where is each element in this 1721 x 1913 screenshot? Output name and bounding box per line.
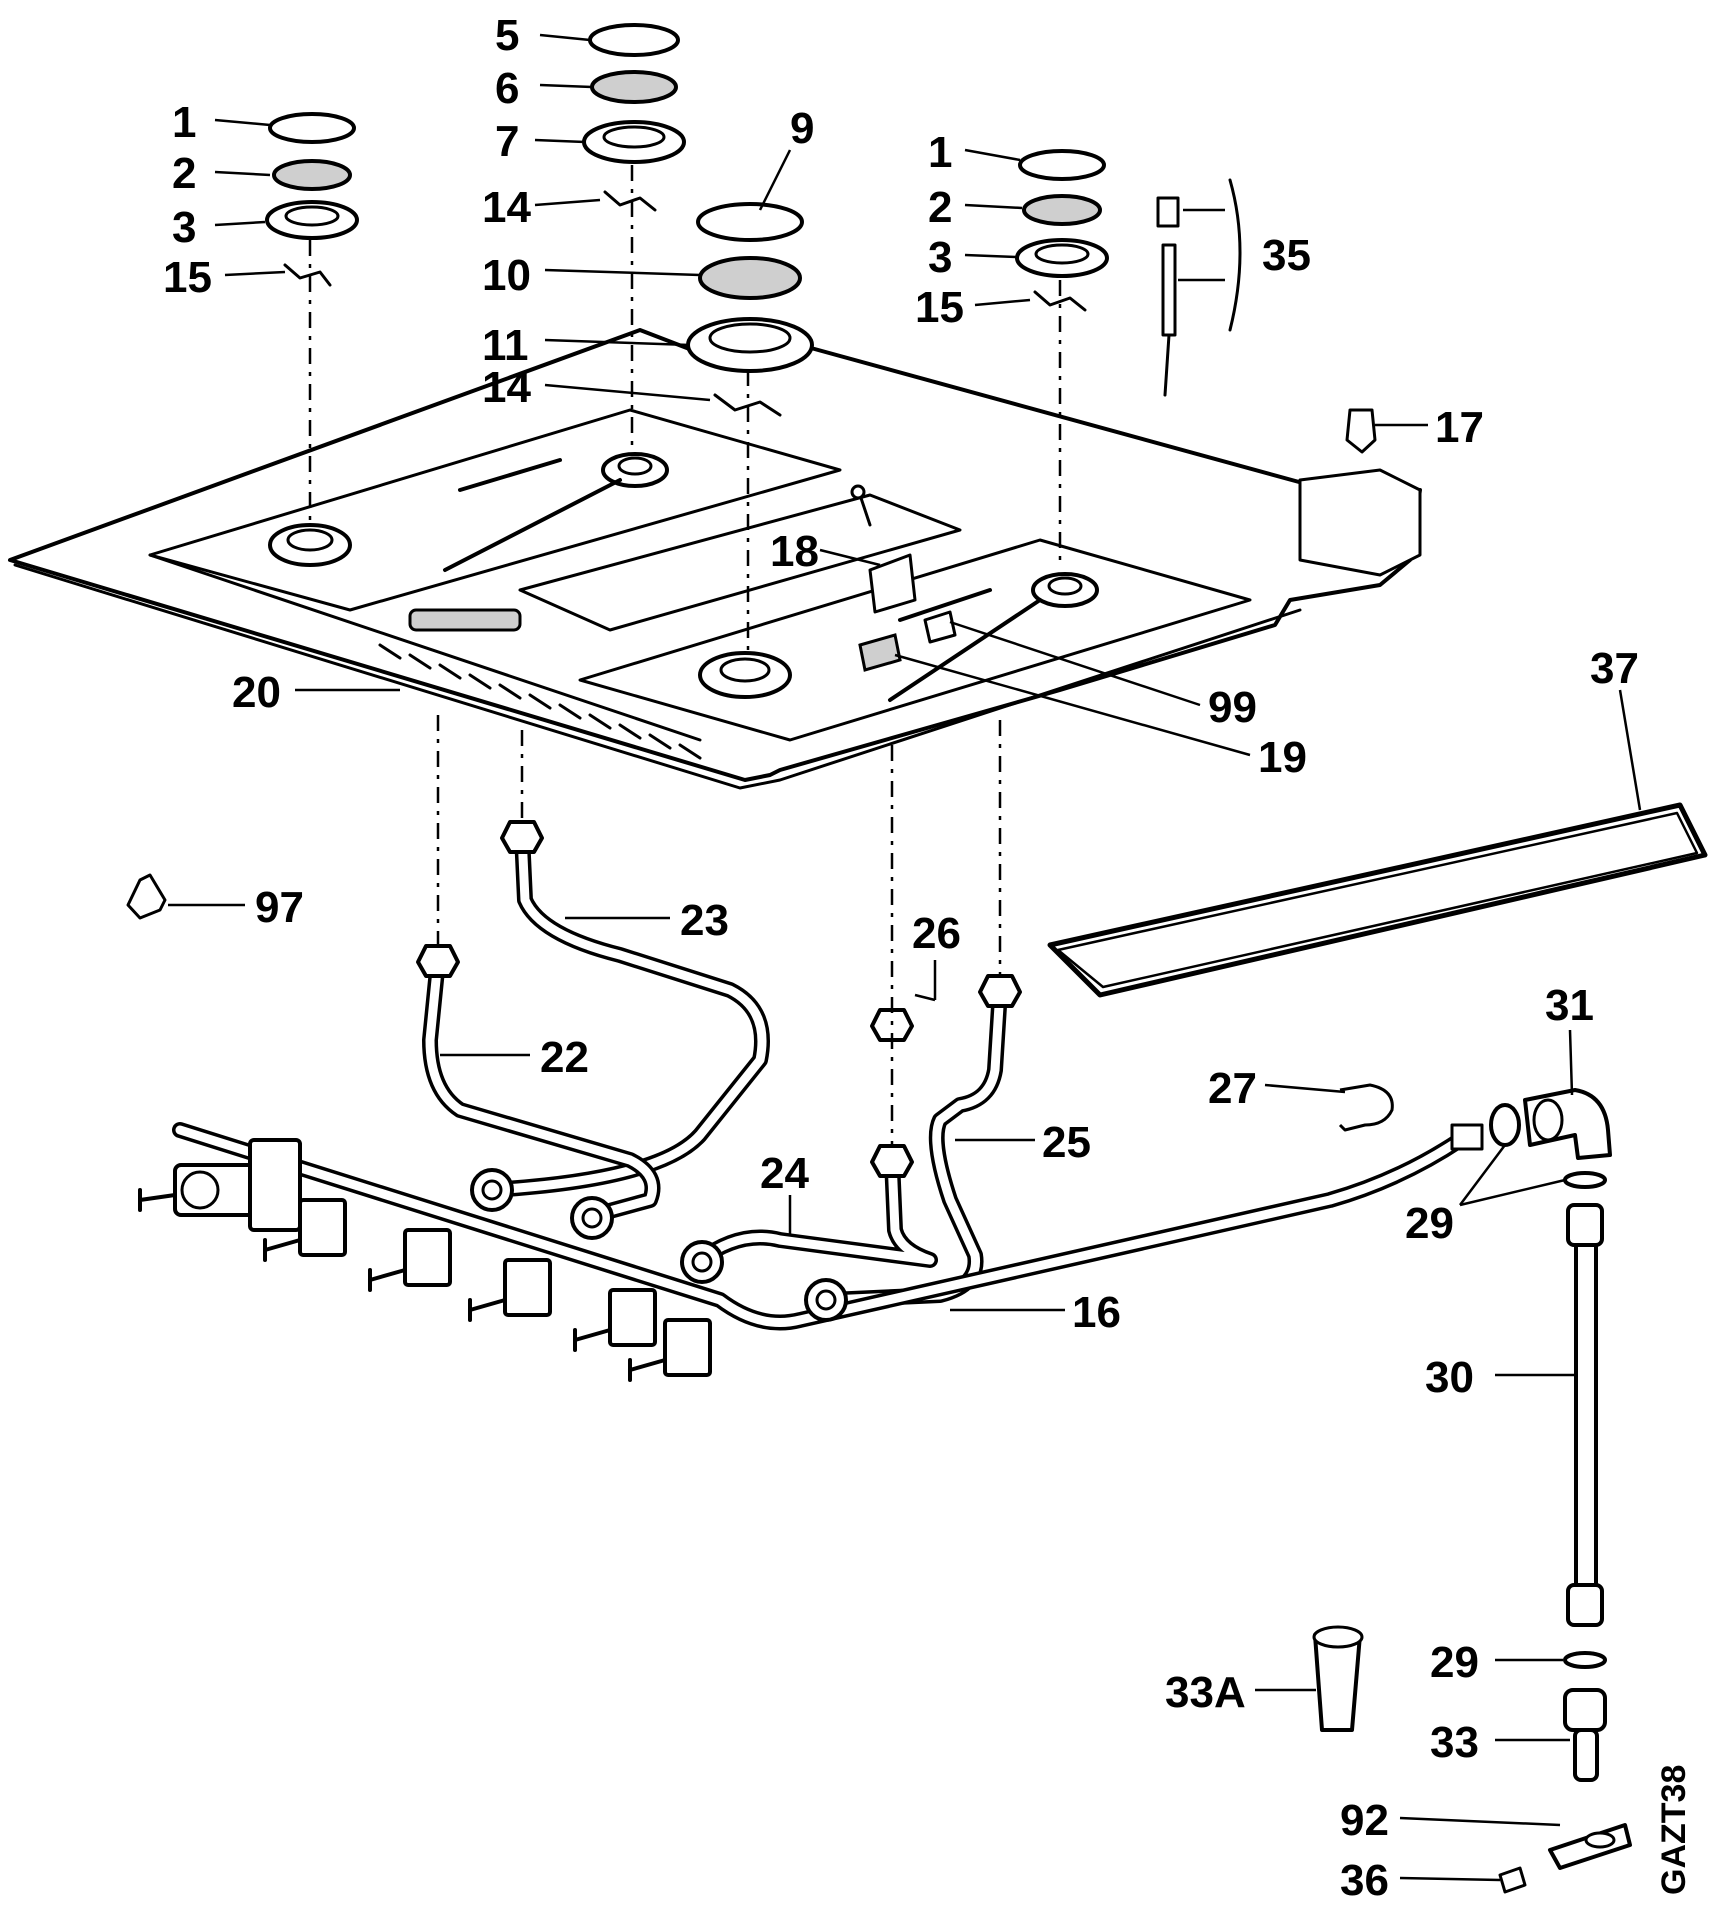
callout-label: 35 [1262, 231, 1311, 280]
callout-label: 3 [928, 233, 952, 282]
burner-stack-center-rear [582, 23, 686, 450]
callout-label: 31 [1545, 981, 1594, 1030]
callout-label: 15 [915, 283, 964, 332]
callout-label: 2 [928, 183, 952, 232]
callout-label: 17 [1435, 403, 1484, 452]
callout-label: 22 [540, 1033, 589, 1082]
callout-label: 10 [482, 251, 531, 300]
callout-label: 20 [232, 668, 281, 717]
plug-part [1345, 408, 1377, 454]
callout-label: 15 [163, 253, 212, 302]
clip-part [126, 873, 167, 920]
callout-label: 24 [760, 1149, 809, 1198]
gas-valves [138, 1138, 712, 1382]
burner-stack-right [1015, 149, 1109, 560]
callout-label: 7 [495, 117, 519, 166]
callout-label: 19 [1258, 733, 1307, 782]
callout-label: 1 [928, 128, 952, 177]
callout-label: 33A [1165, 1668, 1246, 1717]
gas-pipes [172, 715, 1478, 1331]
hob-plate [8, 328, 1422, 790]
callout-label: 33 [1430, 1718, 1479, 1767]
callout-label: 26 [912, 909, 961, 958]
callout-label: 27 [1208, 1064, 1257, 1113]
gas-inlet-assembly [1312, 1083, 1632, 1894]
callout-labels: 1 2 3 15 5 6 7 14 9 10 11 14 1 2 3 15 35… [163, 11, 1639, 1905]
callout-label: 2 [172, 149, 196, 198]
callout-label: 14 [482, 183, 531, 232]
callout-label: 14 [482, 363, 531, 412]
callout-label: 25 [1042, 1118, 1091, 1167]
burner-stack-center-front [686, 202, 814, 650]
callout-label: 92 [1340, 1796, 1389, 1845]
pipe-nuts [416, 820, 1022, 1322]
callout-label: 30 [1425, 1353, 1474, 1402]
callout-label: 36 [1340, 1856, 1389, 1905]
callout-label: 6 [495, 64, 519, 113]
diagram-code: GAZT38 [1655, 1765, 1693, 1895]
callout-label: 3 [172, 203, 196, 252]
igniter-part [1156, 178, 1242, 397]
callout-label: 16 [1072, 1288, 1121, 1337]
callout-label: 11 [482, 321, 529, 370]
leader-lines [168, 33, 1642, 1882]
callout-label: 1 [172, 98, 196, 147]
callout-label: 5 [495, 11, 519, 60]
callout-label: 29 [1430, 1638, 1479, 1687]
burner-stack-left [265, 112, 359, 520]
callout-label: 23 [680, 896, 729, 945]
callout-label: 99 [1208, 683, 1257, 732]
gasket-part [1047, 802, 1708, 998]
callout-label: 97 [255, 883, 304, 932]
callout-label: 9 [790, 104, 814, 153]
callout-label: 18 [770, 527, 819, 576]
callout-label: 37 [1590, 644, 1639, 693]
callout-label: 29 [1405, 1199, 1454, 1248]
